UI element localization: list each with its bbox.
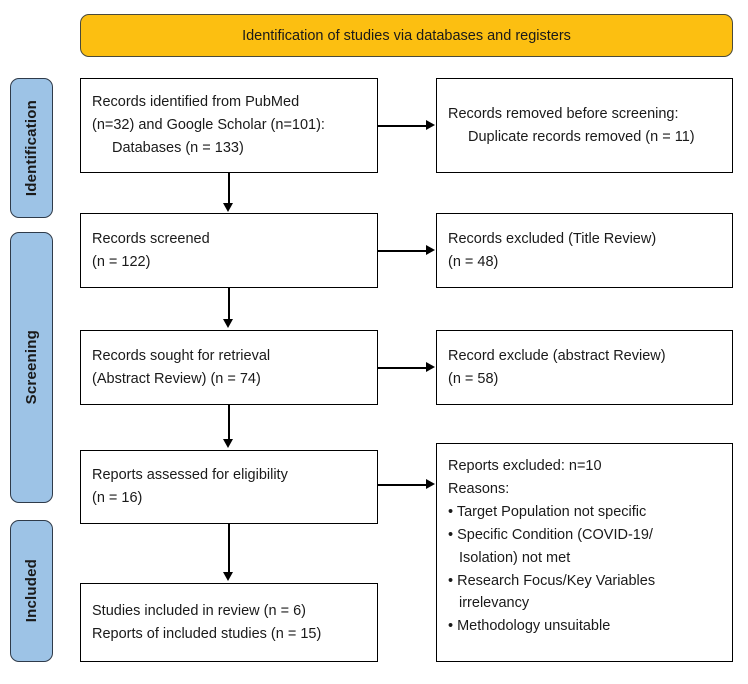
- connector-eligibility-to-included: [228, 524, 230, 574]
- record-excluded-abstract-line-2: (n = 58): [448, 370, 499, 387]
- box-records-sought: Records sought for retrieval (Abstract R…: [80, 330, 378, 405]
- box-records-screened: Records screened (n = 122): [80, 213, 378, 288]
- records-screened-line-1: Records screened: [92, 230, 210, 247]
- connector-sought-to-excluded-abstract: [378, 367, 427, 369]
- record-excluded-abstract-line-1: Record exclude (abstract Review): [448, 347, 666, 364]
- records-excluded-title-line-1: Records excluded (Title Review): [448, 230, 657, 247]
- reports-eligibility-line-2: (n = 16): [92, 490, 143, 506]
- reports-eligibility-line-1: Reports assessed for eligibility: [92, 467, 288, 484]
- records-identified-line-2: (n=32) and Google Scholar (n=101):: [92, 117, 325, 134]
- records-sought-line-2: (Abstract Review) (n = 74): [92, 370, 261, 387]
- box-reports-excluded-reasons: Reports excluded: n=10 Reasons: • Target…: [436, 443, 733, 662]
- arrowhead-eligibility-to-included: [223, 572, 233, 581]
- reports-excluded-reason-4: • Methodology unsuitable: [448, 618, 611, 635]
- records-excluded-title-line-2: (n = 48): [448, 253, 499, 270]
- reports-excluded-reason-3-cont: irrelevancy: [459, 595, 530, 612]
- arrowhead-screened-to-sought: [223, 319, 233, 328]
- connector-screened-to-sought: [228, 288, 230, 321]
- records-identified-line-3: Databases (n = 133): [112, 139, 244, 156]
- stage-pill-screening: Screening: [10, 232, 53, 503]
- records-removed-line-1: Records removed before screening:: [448, 105, 679, 122]
- reports-excluded-reason-3: • Research Focus/Key Variables: [448, 572, 656, 589]
- banner-label: Identification of studies via databases …: [242, 27, 571, 44]
- stage-pill-included: Included: [10, 520, 53, 662]
- box-record-excluded-abstract: Record exclude (abstract Review) (n = 58…: [436, 330, 733, 405]
- records-identified-line-1: Records identified from PubMed: [92, 94, 300, 111]
- box-records-excluded-title: Records excluded (Title Review) (n = 48): [436, 213, 733, 288]
- arrowhead-sought-to-eligibility: [223, 439, 233, 448]
- stage-pill-identification: Identification: [10, 78, 53, 218]
- arrowhead-eligibility-to-excluded-reports: [426, 479, 435, 489]
- studies-included-line-2: Reports of included studies (n = 15): [92, 625, 322, 642]
- box-records-identified: Records identified from PubMed (n=32) an…: [80, 78, 378, 173]
- box-studies-included: Studies included in review (n = 6) Repor…: [80, 583, 378, 662]
- studies-included-line-1: Studies included in review (n = 6): [92, 602, 306, 619]
- records-sought-line-1: Records sought for retrieval: [92, 347, 271, 364]
- reports-excluded-reason-2: • Specific Condition (COVID-19/: [448, 526, 653, 543]
- box-records-removed: Records removed before screening: Duplic…: [436, 78, 733, 173]
- reports-excluded-line-1: Reports excluded: n=10: [448, 458, 602, 474]
- connector-identified-to-screened: [228, 173, 230, 205]
- records-removed-line-2: Duplicate records removed (n = 11): [468, 128, 695, 145]
- arrowhead-identified-to-screened: [223, 203, 233, 212]
- stage-label-screening: Screening: [23, 330, 40, 405]
- arrowhead-sought-to-excluded-abstract: [426, 362, 435, 372]
- reports-excluded-reason-2-cont: Isolation) not met: [459, 549, 571, 566]
- arrowhead-screened-to-excluded-title: [426, 245, 435, 255]
- arrowhead-identified-to-removed: [426, 120, 435, 130]
- reports-excluded-reason-1: • Target Population not specific: [448, 503, 647, 520]
- connector-screened-to-excluded-title: [378, 250, 427, 252]
- records-screened-line-2: (n = 122): [92, 253, 151, 270]
- connector-sought-to-eligibility: [228, 405, 230, 441]
- stage-label-included: Included: [23, 559, 40, 623]
- connector-identified-to-removed: [378, 125, 427, 127]
- connector-eligibility-to-excluded-reports: [378, 484, 427, 486]
- reports-excluded-line-2: Reasons:: [448, 480, 510, 497]
- banner-identification-header: Identification of studies via databases …: [80, 14, 733, 57]
- box-reports-eligibility: Reports assessed for eligibility (n = 16…: [80, 450, 378, 524]
- stage-label-identification: Identification: [23, 99, 40, 197]
